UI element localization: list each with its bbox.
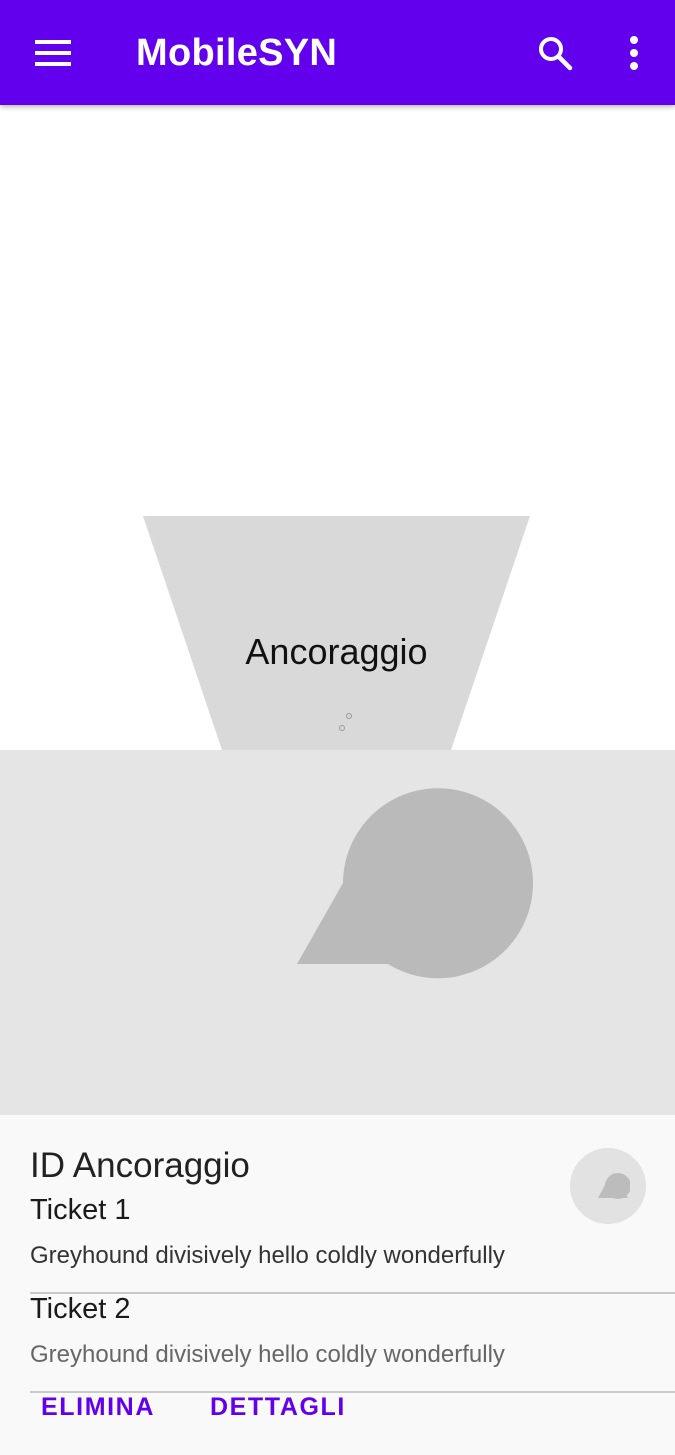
anchor-diagram	[0, 500, 675, 760]
ticket-2-description: Greyhound divisively hello coldly wonder…	[30, 1341, 505, 1368]
divider	[30, 1391, 675, 1393]
card-avatar	[570, 1148, 646, 1224]
more-options-button[interactable]	[612, 28, 656, 78]
app-title: MobileSYN	[136, 32, 338, 74]
ticket-1-title: Ticket 1	[30, 1194, 131, 1226]
delete-button[interactable]: ELIMINA	[41, 1393, 155, 1421]
anchor-label: Ancoraggio	[245, 631, 428, 672]
ticket-2-title: Ticket 2	[30, 1293, 131, 1325]
menu-button[interactable]	[24, 30, 82, 76]
card-title: ID Ancoraggio	[30, 1146, 250, 1185]
divider	[30, 1292, 675, 1294]
search-icon	[539, 37, 573, 71]
search-button[interactable]	[530, 28, 580, 78]
image-placeholder-icon	[598, 1173, 630, 1199]
anchor-trapezoid-shape	[143, 516, 530, 750]
ticket-1-description: Greyhound divisively hello coldly wonder…	[30, 1242, 505, 1269]
image-placeholder-icon	[297, 788, 533, 979]
details-button[interactable]: DETTAGLI	[210, 1393, 346, 1421]
anchor-card	[0, 1115, 675, 1455]
top-app-bar: MobileSYN	[0, 0, 675, 105]
menu-icon	[35, 40, 71, 66]
media-placeholder	[0, 750, 675, 1115]
more-vert-icon	[630, 36, 638, 70]
